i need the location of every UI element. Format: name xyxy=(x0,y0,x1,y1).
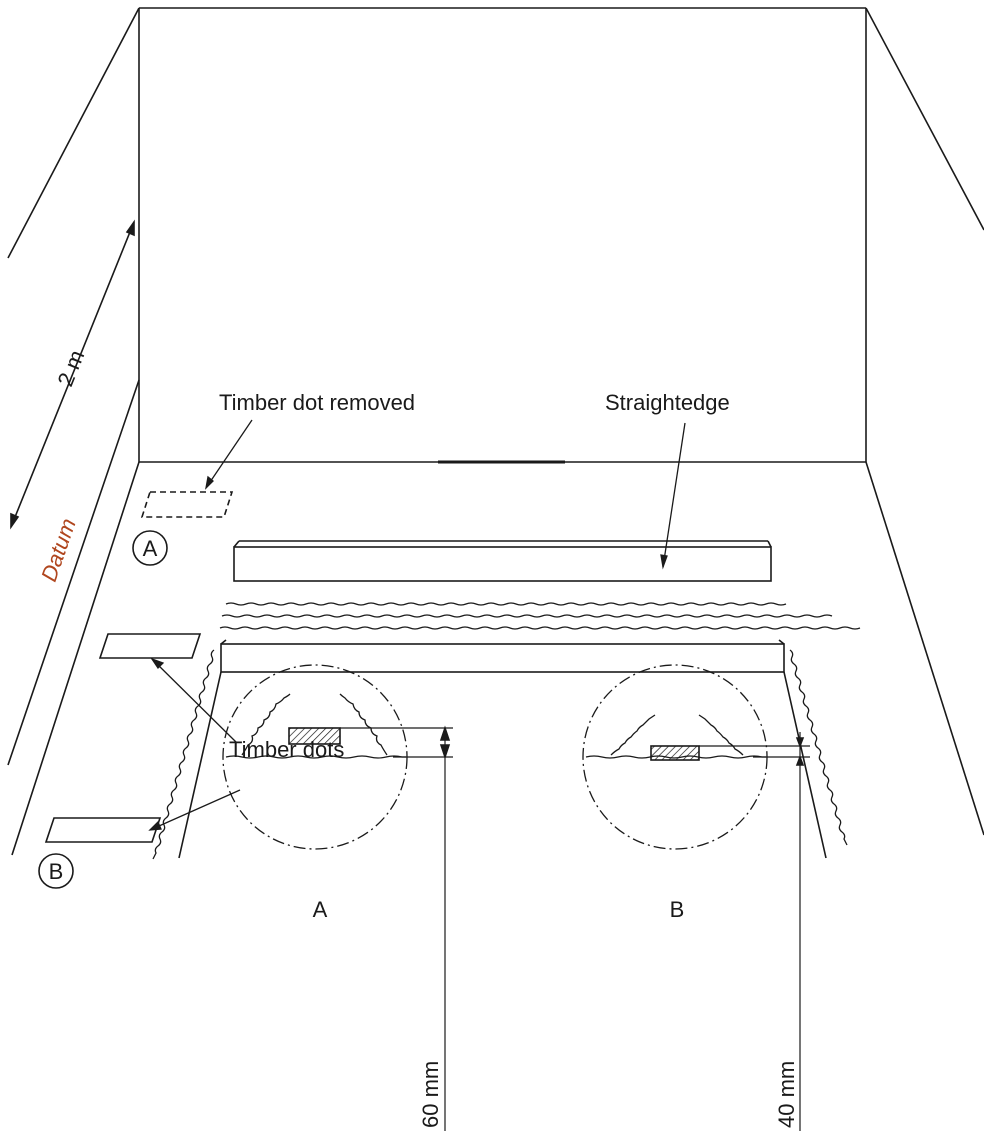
screed-ridges xyxy=(219,602,861,630)
detail-b-dimension-label: 40 mm xyxy=(774,1061,799,1128)
datum-line xyxy=(7,379,140,766)
straightedge xyxy=(233,540,772,582)
marker-b-label: B xyxy=(49,859,64,884)
room-side-walls xyxy=(7,7,984,856)
timber-dot-lower xyxy=(44,817,162,843)
distance-label: 2 m xyxy=(52,346,89,389)
timber-dot-upper xyxy=(98,633,202,659)
timber-dot-removed-label: Timber dot removed xyxy=(219,390,415,415)
dimension-2m xyxy=(10,219,135,530)
detail-b-timber-dot xyxy=(650,745,700,761)
timber-dots-label: Timber dots xyxy=(229,737,344,762)
detail-a-title: A xyxy=(313,897,328,922)
timber-dot-removed xyxy=(140,491,234,518)
detail-a xyxy=(222,664,453,1131)
room-back-wall xyxy=(138,7,867,464)
detail-a-dimension-label: 60 mm xyxy=(418,1061,443,1128)
detail-b xyxy=(582,664,810,1131)
detail-b-title: B xyxy=(670,897,685,922)
detail-a-timber-dot xyxy=(288,727,341,745)
marker-b-circle xyxy=(38,853,74,889)
screed-bay xyxy=(152,639,848,860)
marker-a-circle xyxy=(132,530,168,566)
straightedge-label: Straightedge xyxy=(605,390,730,415)
datum-label: Datum xyxy=(36,515,81,584)
leader-lines xyxy=(148,419,686,831)
marker-a-label: A xyxy=(143,536,158,561)
